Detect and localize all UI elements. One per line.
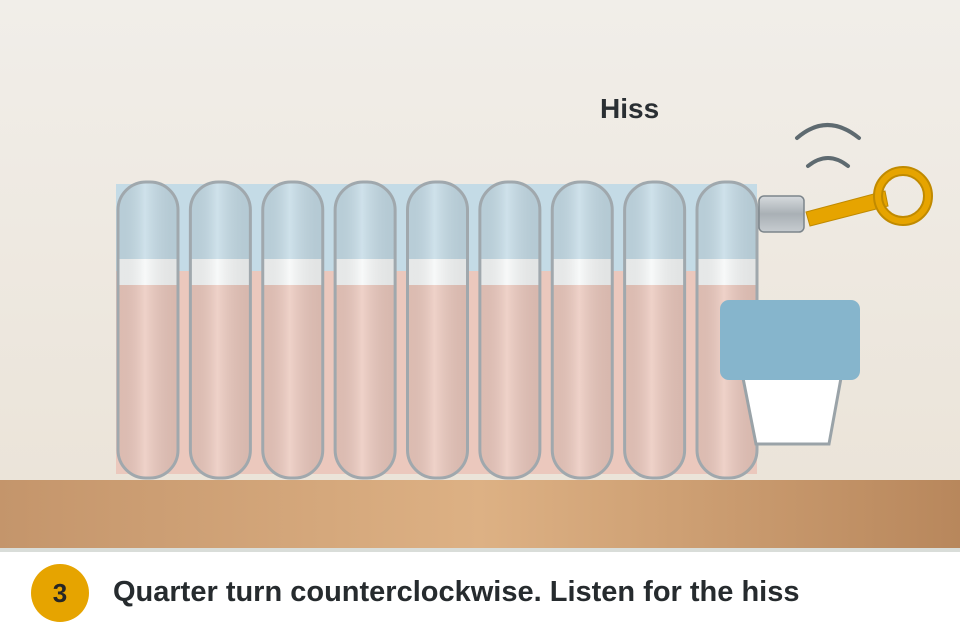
radiator-fin [406, 180, 469, 480]
caption-bar: 3 Quarter turn counterclockwise. Listen … [0, 548, 960, 640]
radiator-fin [550, 180, 614, 480]
catch-cup-icon [720, 300, 860, 446]
illustration-scene: Hiss [0, 0, 960, 548]
radiator-fin [116, 180, 180, 480]
radiator-fin [478, 180, 542, 480]
step-instruction: Quarter turn counterclockwise. Listen fo… [113, 576, 800, 608]
radiator-fin [261, 180, 325, 480]
radiator-icon [116, 180, 759, 480]
scene-svg [0, 0, 960, 548]
radiator-fin [623, 180, 687, 480]
step-number-badge: 3 [31, 564, 89, 622]
hiss-label: Hiss [600, 93, 660, 124]
bleed-valve-icon [758, 195, 805, 233]
radiator-key-icon[interactable] [805, 166, 933, 227]
radiator-fin [333, 180, 397, 480]
radiator-fin [188, 180, 252, 480]
sound-waves-icon [795, 123, 861, 168]
floor [0, 480, 960, 548]
